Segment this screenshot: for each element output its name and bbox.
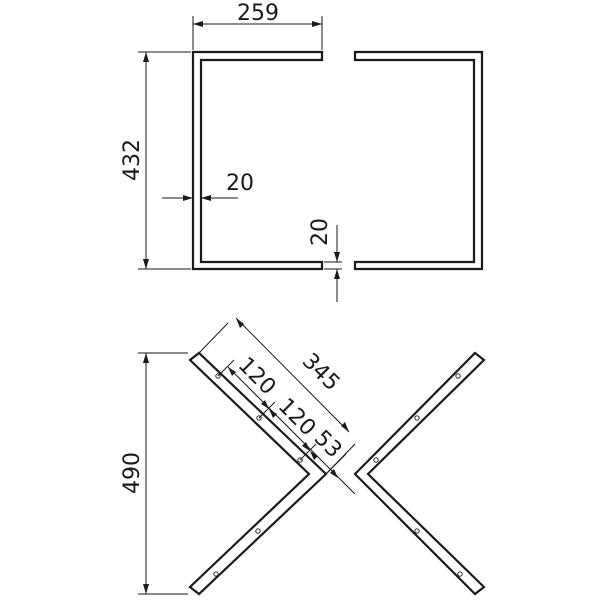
right-v-leg bbox=[353, 351, 486, 596]
height-dimension: 432 bbox=[120, 51, 191, 270]
mount-hole bbox=[373, 457, 379, 463]
mount-hole bbox=[256, 415, 262, 421]
gap-dimension: 20 bbox=[308, 218, 342, 302]
bottom-view: 490 345 120 120 53 bbox=[120, 317, 486, 596]
leg-height-dimension: 490 bbox=[120, 352, 188, 595]
mount-hole bbox=[414, 415, 420, 421]
mount-hole bbox=[414, 528, 420, 534]
right-leg-holes bbox=[373, 373, 463, 577]
wall-dim-label: 20 bbox=[226, 171, 254, 196]
mount-hole bbox=[457, 571, 463, 577]
width-dimension: 259 bbox=[192, 1, 323, 50]
hole-spacing-2-label: 120 bbox=[273, 394, 320, 441]
right-c-bracket bbox=[353, 50, 484, 271]
left-leg-holes bbox=[213, 373, 303, 577]
mount-hole bbox=[455, 373, 461, 379]
leg-height-dim-label: 490 bbox=[120, 452, 145, 494]
height-dim-label: 432 bbox=[120, 139, 145, 181]
leg-length-dim-label: 345 bbox=[297, 349, 344, 396]
gap-dim-label: 20 bbox=[308, 218, 333, 246]
width-dim-label: 259 bbox=[237, 1, 279, 26]
mount-hole bbox=[297, 457, 303, 463]
top-view: 259 432 20 20 bbox=[120, 1, 484, 302]
mount-hole bbox=[215, 373, 221, 379]
mount-hole bbox=[213, 571, 219, 577]
wall-thickness-dimension: 20 bbox=[162, 171, 254, 201]
mount-hole bbox=[255, 528, 261, 534]
left-c-bracket bbox=[191, 50, 324, 271]
